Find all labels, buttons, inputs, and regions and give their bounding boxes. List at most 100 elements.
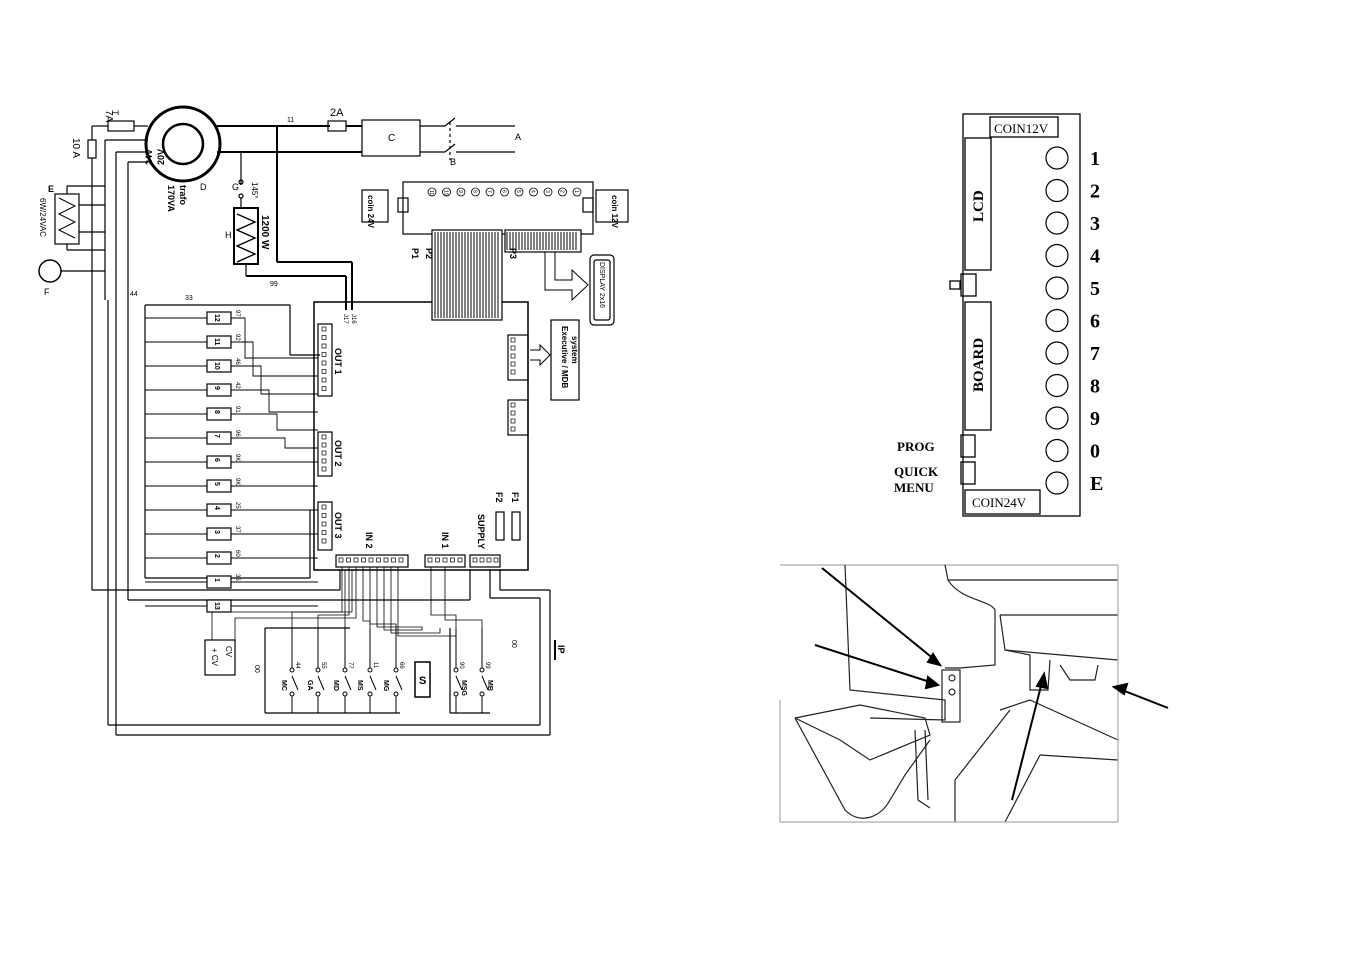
main-board [313, 301, 529, 571]
transformer [144, 105, 222, 183]
cv-label: CV [224, 646, 233, 658]
prog-button [960, 434, 976, 458]
s-label: S [419, 675, 426, 687]
executive-label: Executive / MDB [560, 326, 569, 388]
contactor-c [361, 119, 421, 157]
p2-label: P2 [424, 248, 434, 259]
cv-plus-label: + CV [210, 648, 219, 667]
board-text: BOARD [971, 338, 987, 392]
relay-label: 9 [213, 386, 220, 390]
supply-label: SUPPLY [476, 514, 486, 549]
key-button [1045, 178, 1069, 203]
connector-pin-label: 1 [573, 190, 579, 193]
fan-f [38, 259, 62, 283]
key-label: 2 [1090, 181, 1100, 203]
sensor-s [414, 661, 431, 698]
quick-menu-button [960, 461, 976, 485]
side-tab-5 [960, 273, 977, 297]
key-label: 1 [1090, 148, 1100, 170]
switch-name-label: MS [356, 680, 363, 691]
relay-wire-label: 46 [234, 358, 240, 365]
executive-box [550, 319, 580, 401]
switch-wire-label: 99 [484, 662, 490, 669]
wire-11-label: 11 [287, 117, 294, 124]
relay-label: 1 [213, 578, 220, 582]
wiring-diagram: 12971192104694289179669K59K4253372601361… [38, 105, 629, 736]
key-label: 4 [1090, 246, 1100, 268]
label-c: C [388, 133, 395, 144]
coin12v-label: coin 12V [610, 195, 619, 229]
out3-label: OUT 3 [333, 512, 343, 539]
key-label: 8 [1090, 376, 1100, 398]
connector-pin-label: 9 [457, 190, 463, 193]
fuse-7a [107, 120, 135, 132]
connector-pin-label: 3 [544, 190, 550, 193]
fuse-7a-label: 7A [103, 110, 114, 123]
wire-00-label: 00 [510, 640, 517, 648]
key-button [1045, 406, 1069, 430]
key-label: 5 [1090, 278, 1100, 300]
transformer-20v: 20V [156, 149, 166, 165]
label-e: E [48, 184, 54, 194]
fuse-10a [87, 139, 97, 159]
switch-name-label: MD [332, 680, 339, 691]
connector-pin-label: 11 [428, 190, 434, 195]
key-label: 7 [1090, 343, 1100, 365]
keypad-panel [962, 113, 1081, 517]
wire-44-label: 44 [130, 291, 138, 298]
relay-wire-label: 25 [234, 502, 240, 509]
switch-name-label: GA [306, 680, 313, 691]
lcd-box [964, 137, 992, 271]
relay-wire-label: 36 [234, 574, 240, 581]
out1-label: OUT 1 [333, 348, 343, 375]
key-button [1045, 211, 1069, 235]
switch-name-label: MC [280, 680, 287, 691]
transformer-name: trafo [178, 185, 188, 206]
key-button [1045, 373, 1069, 398]
relay-wire-label: 60 [234, 550, 240, 557]
key-button [1045, 341, 1069, 365]
key-button [1045, 438, 1069, 463]
prog-text: PROG [897, 439, 935, 454]
label-b: B [450, 157, 456, 167]
cv-box [204, 639, 236, 676]
key-label: E [1090, 473, 1103, 495]
heater-volt: 6W/24VAC [38, 198, 47, 237]
relay-label: 7 [213, 434, 220, 438]
relay-label: 10 [213, 362, 220, 370]
switch-wire-label: 90 [458, 662, 464, 669]
key-button [1045, 276, 1069, 300]
relay-wire-label: 91 [234, 406, 240, 413]
relay-label: 4 [213, 506, 220, 510]
board-box [964, 301, 992, 431]
p1-label: P1 [410, 248, 420, 259]
fuse-10a-label: 10 A [70, 138, 81, 158]
transformer-va: 170VA [166, 185, 176, 212]
relay-label: 11 [213, 338, 220, 346]
coin24v-label: coin 24V [366, 195, 375, 229]
f2-label: F2 [494, 492, 504, 503]
switch-name-label: MG [382, 680, 389, 692]
label-h: H [225, 230, 232, 240]
relay-label: 13 [213, 602, 220, 610]
lcd-text: LCD [971, 190, 987, 222]
heater-power: 1200 W [259, 215, 270, 250]
wire-99-label: 99 [270, 281, 278, 288]
fuse-2a-label: 2A [330, 107, 344, 119]
relay-wire-label: 97 [234, 310, 240, 317]
label-a: A [515, 132, 521, 142]
in1-label: IN 1 [440, 532, 450, 549]
relay-wire-label: 92 [234, 334, 240, 341]
key-button [1045, 471, 1069, 495]
key-label: 6 [1090, 311, 1100, 333]
coin24v-text: COIN24V [972, 495, 1027, 510]
relay-label: 2 [213, 554, 220, 558]
relay-label: 5 [213, 482, 220, 486]
relay-wire-label: 37 [234, 526, 240, 533]
connector-pin-label: 5 [515, 190, 521, 193]
switch-wire-label: 66 [398, 662, 404, 669]
label-g: G [232, 182, 239, 192]
connector-pin-label: 7 [486, 190, 492, 193]
relay-label: 3 [213, 530, 220, 534]
f1-label: F1 [510, 492, 520, 503]
